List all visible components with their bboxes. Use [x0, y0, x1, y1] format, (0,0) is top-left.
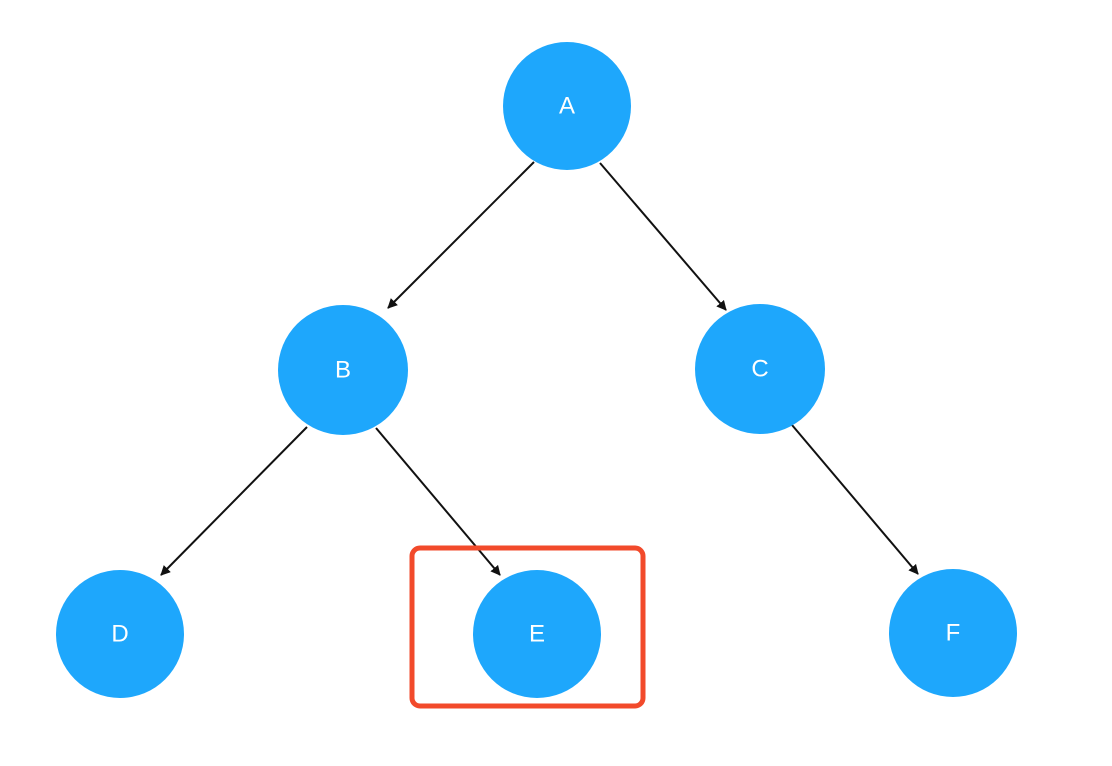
- edge-b-d: [160, 426, 308, 576]
- node-c-circle: [695, 304, 825, 434]
- node-a-label: A: [559, 93, 575, 120]
- edge-a-c: [599, 162, 727, 311]
- node-d-circle: [56, 570, 184, 698]
- node-a-circle: [503, 42, 631, 170]
- node-a[interactable]: A: [503, 42, 631, 170]
- node-d-label: D: [111, 621, 128, 648]
- node-e-circle: [473, 570, 601, 698]
- node-b-circle: [278, 305, 408, 435]
- node-d[interactable]: D: [56, 570, 184, 698]
- node-b[interactable]: B: [278, 305, 408, 435]
- node-c-label: C: [751, 356, 768, 383]
- highlight-box-node-e: [409, 545, 646, 709]
- node-e-label: E: [529, 621, 545, 648]
- node-e[interactable]: E: [473, 570, 601, 698]
- edge-b-e: [375, 427, 501, 576]
- node-c[interactable]: C: [695, 304, 825, 434]
- node-f-circle: [889, 569, 1017, 697]
- node-b-label: B: [335, 357, 351, 384]
- edge-a-b: [387, 161, 535, 309]
- node-f[interactable]: F: [889, 569, 1017, 697]
- node-f-label: F: [946, 620, 961, 647]
- edge-c-f: [791, 424, 919, 575]
